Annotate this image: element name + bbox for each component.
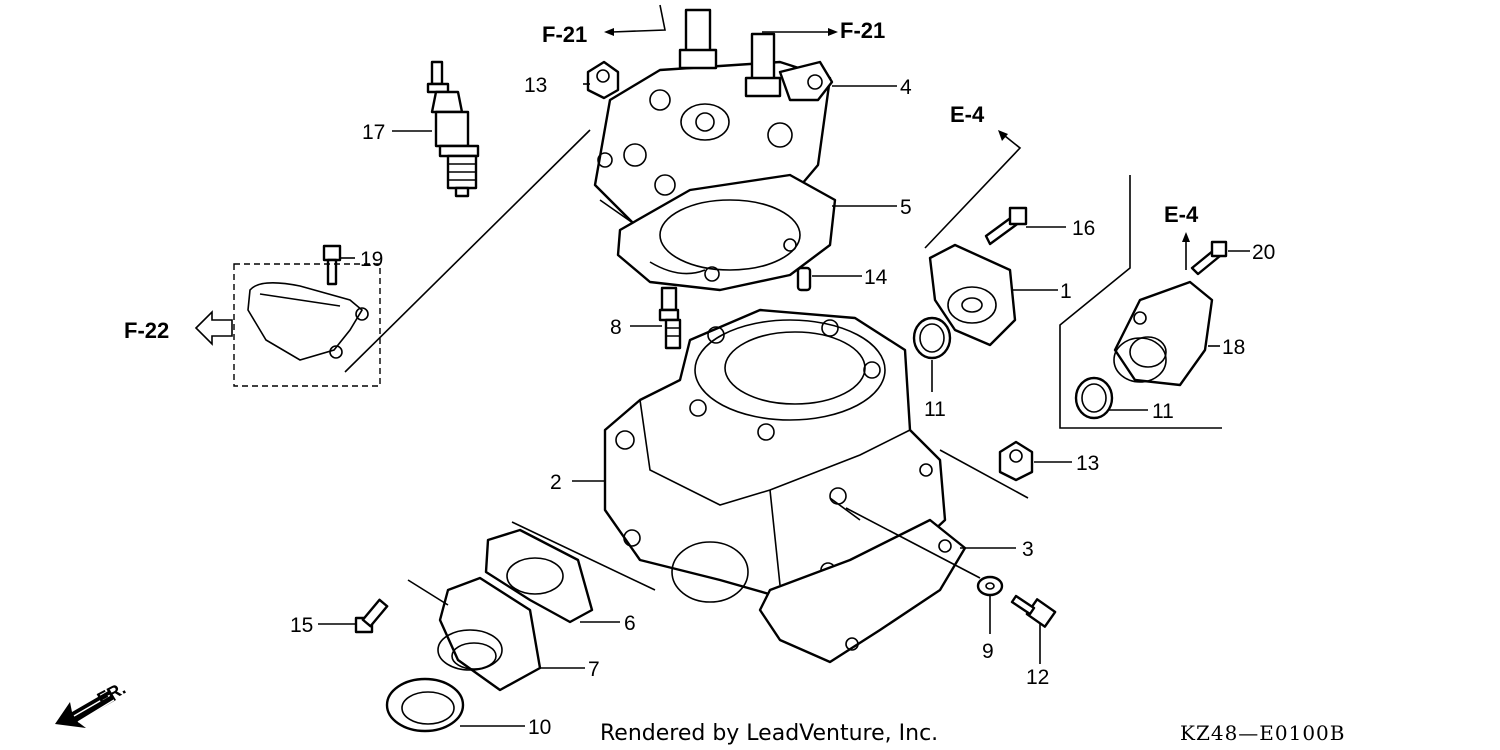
base-gasket — [758, 518, 967, 664]
callout-11-right: 11 — [1152, 400, 1174, 423]
callout-4: 4 — [900, 76, 912, 99]
washer — [976, 575, 1004, 597]
water-hose-joint — [1113, 280, 1214, 387]
callout-15: 15 — [290, 614, 313, 637]
ground-cable-group — [233, 263, 381, 387]
callout-19: 19 — [360, 248, 383, 271]
head-gasket — [616, 173, 837, 292]
f22-arrow-icon — [194, 310, 233, 346]
dowel-pin — [796, 266, 812, 292]
ref-e4-left: E-4 — [950, 102, 985, 127]
ref-e4-right: E-4 — [1164, 202, 1199, 227]
callout-12: 12 — [1026, 666, 1049, 689]
callout-11-left: 11 — [924, 398, 946, 421]
callout-14: 14 — [864, 266, 888, 289]
callout-6: 6 — [624, 612, 636, 635]
ref-f21-right: F-21 — [840, 18, 885, 43]
ref-f21-left: F-21 — [542, 22, 587, 47]
carburetor-insulator — [437, 576, 542, 692]
leader-lines — [318, 4, 1250, 727]
callout-10: 10 — [528, 716, 551, 739]
front-arrow-icon — [55, 690, 116, 728]
cap-nut-right — [998, 440, 1034, 482]
water-joint — [928, 243, 1017, 347]
callout-8: 8 — [610, 316, 622, 339]
flange-bolt-20 — [1190, 240, 1228, 276]
diagram-code: KZ48—E0100B — [1180, 721, 1345, 745]
callout-labels: 1 2 3 4 5 6 7 8 9 10 11 11 12 13 13 14 1… — [290, 74, 1275, 739]
callout-18: 18 — [1222, 336, 1245, 359]
insulator-gasket — [484, 528, 594, 624]
callout-16: 16 — [1072, 217, 1095, 240]
o-ring-right — [1074, 376, 1114, 420]
callout-1: 1 — [1060, 280, 1072, 303]
flange-bolt-16 — [984, 206, 1028, 246]
callout-13-right: 13 — [1076, 452, 1099, 475]
callout-5: 5 — [900, 196, 912, 219]
callout-13-top: 13 — [524, 74, 547, 97]
flange-bolt-12 — [1010, 594, 1057, 628]
cap-nut-top — [586, 60, 620, 100]
callout-9: 9 — [982, 640, 994, 663]
ref-f22: F-22 — [124, 318, 169, 343]
spark-plug — [426, 60, 480, 198]
flange-bolt-15 — [354, 598, 389, 634]
stud-bolt — [658, 286, 682, 350]
callout-3: 3 — [1022, 538, 1034, 561]
clamp-band — [385, 677, 465, 733]
o-ring-left — [912, 316, 952, 360]
callout-7: 7 — [588, 658, 600, 681]
arrow-heads — [604, 28, 1190, 242]
render-credit: Rendered by LeadVenture, Inc. — [600, 721, 938, 746]
reference-labels: F-21 F-21 E-4 E-4 F-22 FR. — [94, 18, 1199, 709]
callout-20: 20 — [1252, 241, 1275, 264]
callout-17: 17 — [362, 121, 385, 144]
flange-bolt-19 — [322, 244, 342, 286]
callout-2: 2 — [550, 471, 562, 494]
